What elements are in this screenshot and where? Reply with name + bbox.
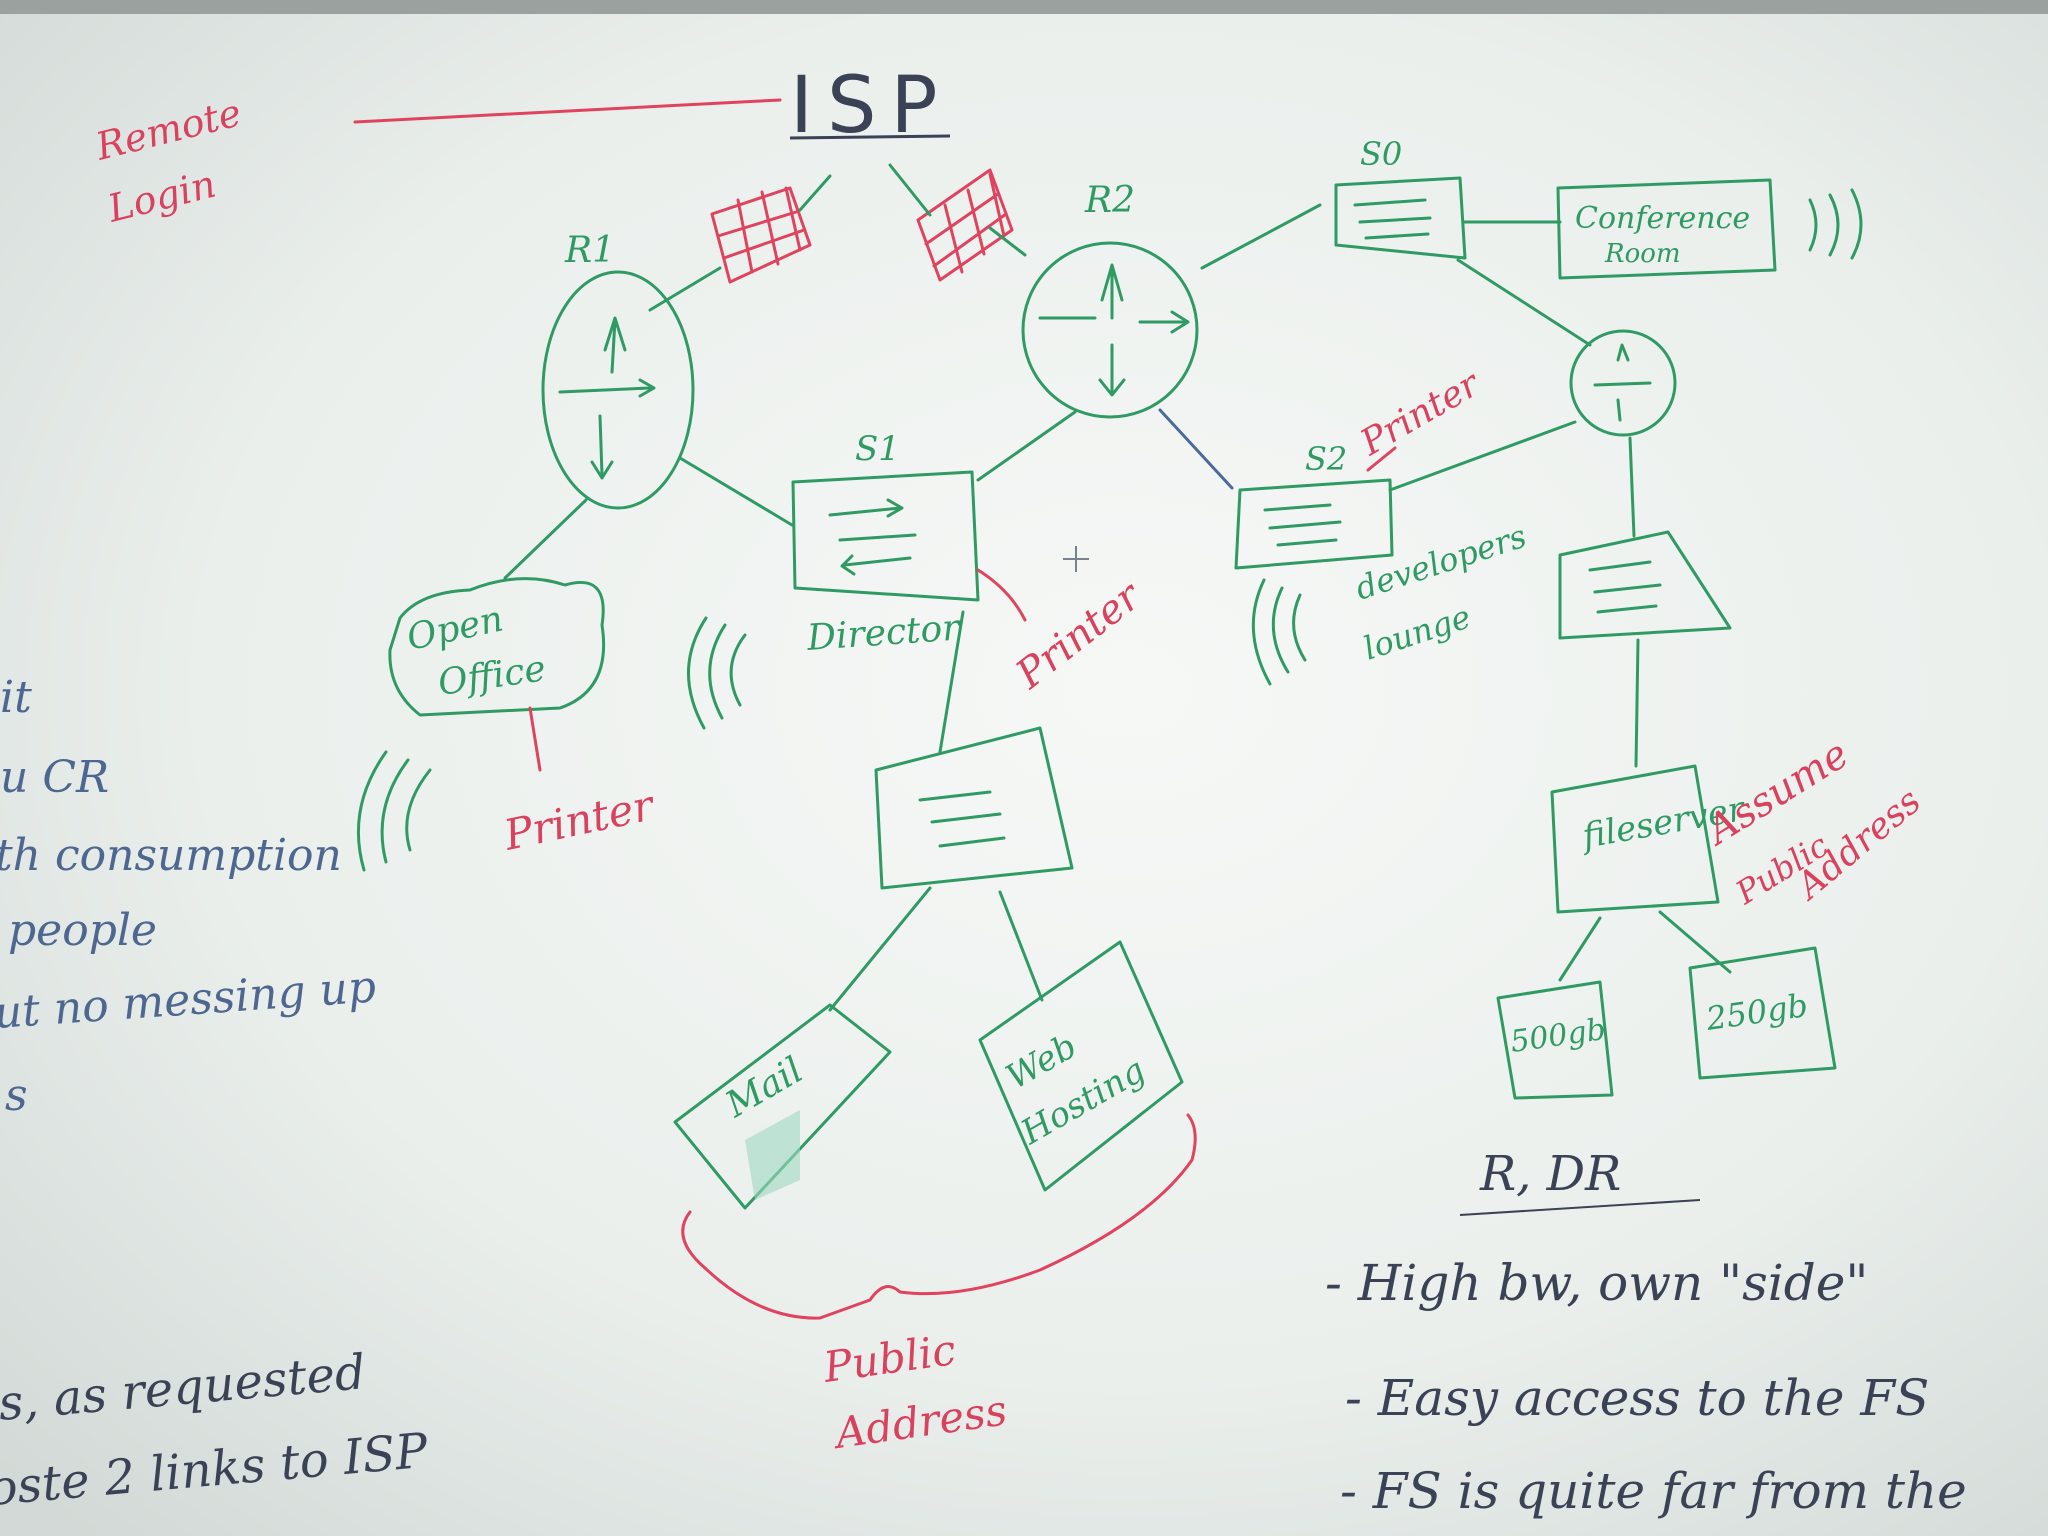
- conference-room: [1556, 178, 1863, 280]
- link-router-right-switch: [1628, 436, 1636, 538]
- cursor-crosshair-icon: [1063, 546, 1089, 572]
- links: [503, 203, 1732, 1012]
- router-r2: [1021, 241, 1199, 419]
- link-servers-web: [998, 890, 1044, 1002]
- switch-servers-icon: [874, 726, 1074, 890]
- router-r1-label: R1: [564, 230, 615, 271]
- link-s2-router-right: [1388, 420, 1577, 492]
- link-s1-r2: [976, 410, 1077, 482]
- link-r1-office: [503, 498, 588, 580]
- printer-director-link: [976, 568, 1027, 622]
- router-r1: [541, 270, 695, 510]
- note-right-3: - Easy access to the FS: [1345, 1369, 1929, 1427]
- note-right-1: R, DR: [1479, 1146, 1621, 1202]
- note-right-4: - FS is quite far from the: [1340, 1462, 1967, 1520]
- isp-underline: [789, 134, 951, 140]
- link-switch-fileserver: [1634, 638, 1640, 768]
- switch-right: [1558, 530, 1732, 640]
- director-wifi-icon: [687, 616, 747, 730]
- link-r2-s0: [1200, 203, 1322, 270]
- link-fileserver-a: [1558, 916, 1602, 982]
- notes-right: R, DR - High bw, own "side" - Easy acces…: [1325, 1146, 1967, 1520]
- fileserver: [1550, 764, 1720, 914]
- switch-s0-label: S0: [1360, 135, 1402, 173]
- mail-server-shape: [673, 1003, 892, 1210]
- mail-server: [673, 1003, 892, 1210]
- router-right-icon: [1569, 329, 1677, 437]
- switch-s1: [791, 470, 980, 602]
- conference-room-shape: [1556, 178, 1777, 280]
- link-r1-s1: [678, 456, 794, 527]
- note-left-4: people: [8, 905, 157, 956]
- link-r2-isp: [888, 163, 1027, 257]
- storage-b-shape: [1688, 946, 1837, 1080]
- switch-servers: [874, 726, 1074, 890]
- public-address-brace: [681, 1113, 1197, 1320]
- note-left-3: th consumption: [0, 830, 342, 881]
- firewall-left-icon: [710, 186, 812, 284]
- switch-s2-icon: [1234, 478, 1394, 570]
- web-hosting-shape: [978, 940, 1184, 1192]
- link-s1-switch-servers: [938, 610, 965, 754]
- router-r1-icon: [541, 270, 695, 510]
- web-hosting: [978, 940, 1184, 1192]
- router-r2-icon: [1021, 241, 1199, 419]
- switch-s0-icon: [1334, 176, 1467, 260]
- link-r1-isp: [648, 174, 832, 312]
- office-wifi-icon: [356, 750, 432, 872]
- note-left-2: u CR: [0, 752, 109, 803]
- storage-b: [1688, 946, 1837, 1080]
- remote-login-link: [353, 98, 782, 124]
- router-r2-label: R2: [1084, 180, 1135, 221]
- board-frame: [0, 0, 2048, 14]
- link-servers-mail: [828, 886, 932, 1012]
- note-left-1: it: [0, 672, 32, 723]
- printer-s2-link: [1366, 446, 1397, 472]
- note-left-6: s: [5, 1070, 28, 1121]
- switch-s2-label: S2: [1305, 440, 1347, 478]
- storage-a-shape: [1496, 980, 1614, 1100]
- conference-wifi-icon: [1808, 188, 1863, 260]
- fileserver-shape: [1550, 764, 1720, 914]
- switch-s1-label: S1: [855, 429, 900, 469]
- lounge-wifi-icon: [1251, 578, 1307, 686]
- printer-office-link: [528, 706, 542, 772]
- switch-s2: [1234, 478, 1394, 570]
- switch-s1-icon: [791, 470, 980, 602]
- firewall-right-icon: [916, 168, 1014, 282]
- link-r2-s2: [1158, 408, 1234, 490]
- conference-room-label-1: Conference: [1575, 201, 1750, 236]
- switch-s0: [1334, 176, 1467, 260]
- note-right-2: - High bw, own "side": [1325, 1254, 1868, 1312]
- router-right: [1569, 329, 1677, 437]
- link-s0-router-right: [1456, 258, 1592, 347]
- switch-right-icon: [1558, 530, 1732, 640]
- storage-a: [1496, 980, 1614, 1100]
- open-office-shape: [388, 577, 606, 717]
- conference-room-label-2: Room: [1604, 239, 1681, 269]
- open-office: [388, 577, 606, 717]
